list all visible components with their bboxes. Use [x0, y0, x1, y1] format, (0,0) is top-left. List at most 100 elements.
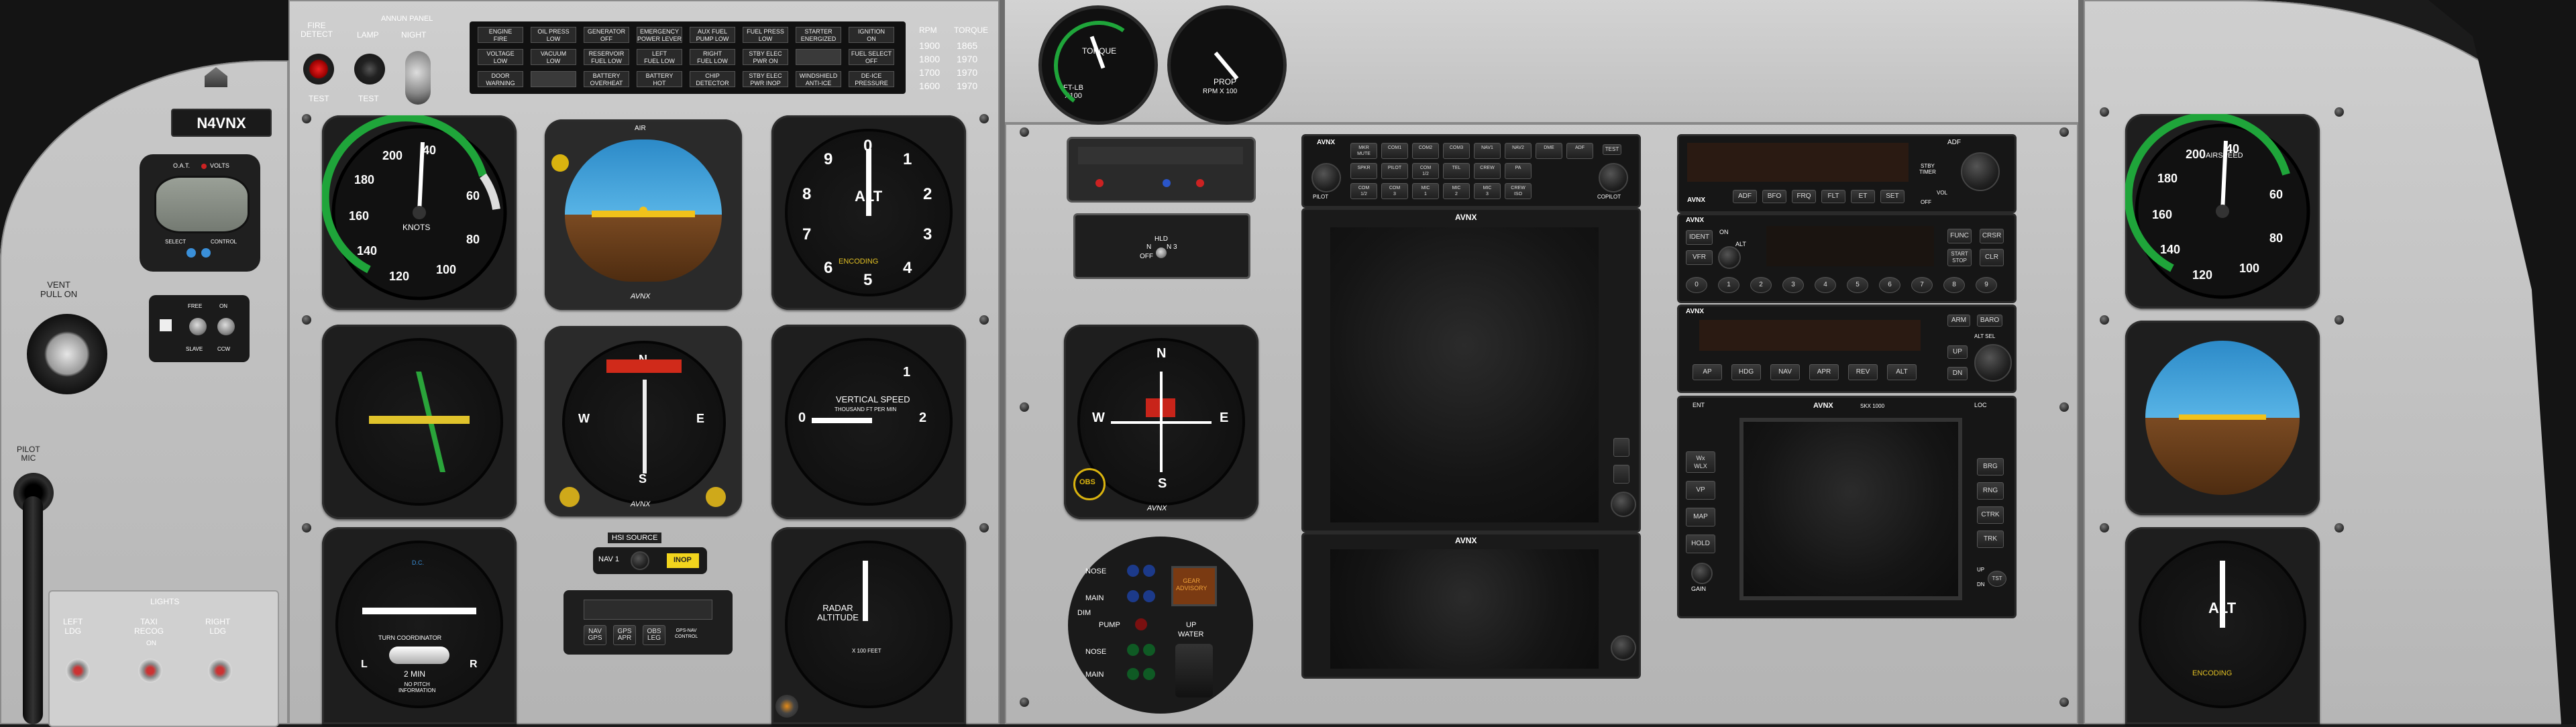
- gps-brg-button[interactable]: BRG: [1977, 458, 2004, 476]
- mfd-top-knob[interactable]: [1611, 492, 1636, 517]
- adf-radio-button-3[interactable]: FLT: [1821, 190, 1845, 203]
- adf-radio-button-2[interactable]: FRQ: [1792, 190, 1816, 203]
- ap-arm-button[interactable]: ARM: [1947, 315, 1970, 327]
- gps-rng-button[interactable]: RNG: [1977, 482, 2004, 500]
- torque-gauge[interactable]: TORQUE FT-LB X100: [1038, 5, 1158, 125]
- mfd-top-side-button-1[interactable]: [1613, 438, 1629, 457]
- mfd-top-side-button-2[interactable]: [1613, 465, 1629, 484]
- radar-altimeter[interactable]: RADAR ALTITUDE X 100 FEET: [771, 527, 966, 724]
- gear-lever[interactable]: [1175, 644, 1213, 697]
- gps-trk-button[interactable]: TRK: [1977, 530, 2004, 548]
- audio-button-5[interactable]: NAV2: [1505, 143, 1532, 159]
- xpdr-ident-button[interactable]: IDENT: [1686, 230, 1713, 245]
- copilot-volume-knob[interactable]: [1599, 163, 1628, 192]
- audio-button-14[interactable]: COM 1/2: [1350, 183, 1377, 199]
- audio-button-0[interactable]: MKR MUTE: [1350, 143, 1377, 159]
- adf-radio-knob[interactable]: [1961, 152, 2000, 191]
- audio-button-7[interactable]: ADF: [1566, 143, 1593, 159]
- audio-button-17[interactable]: MIC 2: [1443, 183, 1470, 199]
- xpdr-vfr-button[interactable]: VFR: [1686, 250, 1713, 265]
- ap-alt-knob[interactable]: [1974, 344, 2012, 382]
- vertical-speed-indicator[interactable]: VERTICAL SPEED THOUSAND FT PER MIN 0 1 2: [771, 325, 966, 519]
- adf-obs-knob[interactable]: OBS: [1073, 468, 1106, 500]
- nav-gps-button[interactable]: NAV GPS: [584, 625, 606, 645]
- taxi-recog-switch[interactable]: [138, 659, 162, 683]
- hsi-course-knob[interactable]: [559, 487, 580, 507]
- xpdr-digit-7[interactable]: 7: [1911, 277, 1933, 293]
- xpdr-digit-6[interactable]: 6: [1879, 277, 1900, 293]
- xpdr-digit-9[interactable]: 9: [1976, 277, 1997, 293]
- hsi-heading-knob[interactable]: [706, 487, 726, 507]
- select-button[interactable]: [186, 248, 196, 258]
- vent-pull-knob[interactable]: [27, 314, 107, 394]
- ap-up-button[interactable]: UP: [1947, 345, 1968, 359]
- ccw-on-toggle[interactable]: [217, 318, 235, 335]
- xpdr-digit-0[interactable]: 0: [1686, 277, 1707, 293]
- xpdr-digit-5[interactable]: 5: [1847, 277, 1868, 293]
- ap-ap-button[interactable]: AP: [1693, 364, 1722, 380]
- ap-rev-button[interactable]: REV: [1848, 364, 1878, 380]
- hsi-source-selector[interactable]: [631, 551, 649, 570]
- ap-alt-button[interactable]: ALT: [1887, 364, 1917, 380]
- adf-indicator[interactable]: N E S W OBS AVNX: [1064, 325, 1258, 519]
- xpdr-digit-8[interactable]: 8: [1943, 277, 1965, 293]
- prop-rpm-gauge[interactable]: PROP RPM X 100: [1167, 5, 1287, 125]
- slave-free-toggle[interactable]: [189, 318, 207, 335]
- gps-ctrk-button[interactable]: CTRK: [1977, 506, 2004, 524]
- xpdr-clr-button[interactable]: CLR: [1980, 249, 2004, 266]
- adf-radio-button-4[interactable]: ET: [1851, 190, 1875, 203]
- audio-button-8[interactable]: SPKR: [1350, 163, 1377, 179]
- mfd-bottom-knob[interactable]: [1611, 635, 1636, 661]
- ap-dn-button[interactable]: DN: [1947, 367, 1968, 380]
- audio-button-3[interactable]: COM3: [1443, 143, 1470, 159]
- attitude-adjust-knob[interactable]: [551, 154, 569, 172]
- audio-button-13[interactable]: PA: [1505, 163, 1532, 179]
- night-toggle[interactable]: [405, 51, 431, 105]
- mfd-bottom-screen[interactable]: [1330, 549, 1599, 669]
- right-ldg-switch[interactable]: [208, 659, 232, 683]
- control-button[interactable]: [201, 248, 211, 258]
- adf-radio-button-5[interactable]: SET: [1880, 190, 1904, 203]
- audio-button-6[interactable]: DME: [1536, 143, 1562, 159]
- xpdr-mode-knob[interactable]: [1718, 246, 1741, 269]
- xpdr-func-button[interactable]: FUNC: [1947, 229, 1972, 243]
- gps-gain-knob[interactable]: [1691, 563, 1713, 584]
- turn-coordinator[interactable]: D.C. TURN COORDINATOR L R 2 MIN NO PITCH…: [322, 527, 517, 724]
- xpdr-crsr-button[interactable]: CRSR: [1980, 229, 2004, 243]
- audio-button-16[interactable]: MIC 1: [1412, 183, 1439, 199]
- audio-button-15[interactable]: COM 3: [1381, 183, 1408, 199]
- xpdr-digit-2[interactable]: 2: [1750, 277, 1772, 293]
- heading-indicator[interactable]: [322, 325, 517, 519]
- adf-radio-button-0[interactable]: ADF: [1733, 190, 1757, 203]
- gps-hold-button[interactable]: HOLD: [1686, 535, 1715, 553]
- obs-leg-button[interactable]: OBS LEG: [643, 625, 665, 645]
- gps-screen[interactable]: [1739, 418, 1962, 600]
- copilot-airspeed-indicator[interactable]: AIRSPEED 40 60 80 100 120 140 160 180 20…: [2125, 114, 2320, 309]
- audio-button-4[interactable]: NAV1: [1474, 143, 1501, 159]
- altimeter[interactable]: ALT ENCODING 0 1 2 3 4 5 6 7 8 9: [771, 115, 966, 310]
- audio-button-18[interactable]: MIC 3: [1474, 183, 1501, 199]
- copilot-altimeter[interactable]: ALT ENCODING: [2125, 527, 2320, 724]
- audio-button-10[interactable]: COM 1/2: [1412, 163, 1439, 179]
- mfd-top-screen[interactable]: [1330, 227, 1599, 522]
- xpdr-digit-3[interactable]: 3: [1782, 277, 1804, 293]
- pilot-volume-knob[interactable]: [1311, 163, 1341, 192]
- gps-apr-button[interactable]: GPS APR: [613, 625, 636, 645]
- hsi[interactable]: N E S W AVNX: [545, 326, 742, 516]
- xpdr-start-button[interactable]: START STOP: [1947, 249, 1972, 266]
- ap-nav-button[interactable]: NAV: [1770, 364, 1800, 380]
- radar-alt-dh-knob[interactable]: [775, 695, 798, 718]
- airspeed-indicator[interactable]: KNOTS 40 60 80 100 120 140 160 180 200: [322, 115, 517, 310]
- ap-hdg-button[interactable]: HDG: [1731, 364, 1761, 380]
- copilot-attitude-indicator[interactable]: [2125, 321, 2320, 515]
- audio-test-button[interactable]: TEST: [1603, 144, 1621, 155]
- lamp-test-button[interactable]: [354, 54, 385, 85]
- attitude-indicator[interactable]: AIR AVNX: [545, 119, 742, 310]
- audio-button-9[interactable]: PILOT: [1381, 163, 1408, 179]
- audio-button-19[interactable]: CREW ISO: [1505, 183, 1532, 199]
- xpdr-digit-1[interactable]: 1: [1718, 277, 1739, 293]
- ap-baro-button[interactable]: BARO: [1977, 315, 2002, 327]
- audio-button-12[interactable]: CREW: [1474, 163, 1501, 179]
- adf-radio-button-1[interactable]: BFO: [1762, 190, 1786, 203]
- audio-button-1[interactable]: COM1: [1381, 143, 1408, 159]
